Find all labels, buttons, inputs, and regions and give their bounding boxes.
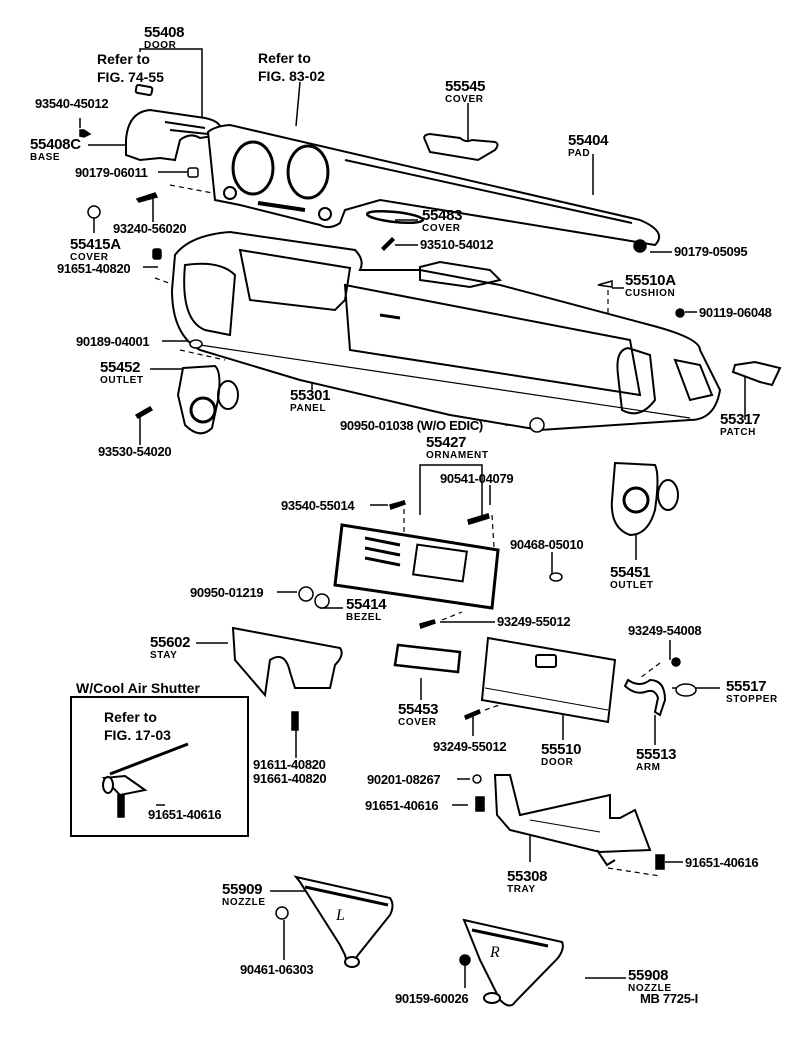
fastener-label[interactable]: 91651-40616	[685, 855, 759, 870]
fastener-label[interactable]: 93510-54012	[420, 237, 494, 252]
fastener-label[interactable]: 90119-06048	[699, 305, 772, 320]
fastener-label[interactable]: 91651-40616	[148, 807, 222, 822]
ref-line2: FIG. 83-02	[258, 67, 325, 84]
fastener-label[interactable]: 93249-55012	[497, 614, 571, 629]
fastener-glyphs	[79, 129, 697, 966]
fastener-label[interactable]: 91611-40820	[253, 757, 326, 772]
fastener-label[interactable]: 93530-54020	[98, 444, 172, 459]
fastener-label[interactable]: 90461-06303	[240, 962, 314, 977]
part-55513-arm	[623, 678, 667, 717]
ref-fig-17-03: Refer to FIG. 17-03	[104, 709, 171, 744]
fastener-label[interactable]: 90201-08267	[367, 772, 441, 787]
fastener-label[interactable]: 90159-60026	[395, 991, 469, 1006]
ref-fig-74-55: Refer to FIG. 74-55	[97, 51, 164, 86]
fastener-label[interactable]: 91651-40820	[57, 261, 131, 276]
ref-fig-83-02: Refer to FIG. 83-02	[258, 50, 325, 85]
part-55909-nozzle-left: L	[293, 875, 394, 968]
svg-text:L: L	[335, 907, 345, 924]
part-55602-stay	[231, 626, 343, 698]
part-55404-pad	[206, 123, 660, 247]
fastener-label[interactable]: 90468-05010	[510, 537, 584, 552]
part-55483-cover	[365, 209, 425, 225]
part-55408-door-base	[125, 83, 222, 162]
inset-title: W/Cool Air Shutter	[76, 680, 200, 696]
diagram-code: MB 7725-I	[640, 991, 698, 1006]
fastener-label[interactable]: 93249-54008	[628, 623, 702, 638]
part-55510-door	[480, 636, 617, 724]
fastener-label[interactable]: 90950-01219	[190, 585, 264, 600]
fastener-label[interactable]: 90541-04079	[440, 471, 514, 486]
fastener-label[interactable]: 93240-56020	[113, 221, 187, 236]
fastener-label[interactable]: 90950-01038 (W/O EDIC)	[340, 418, 483, 433]
part-55908-nozzle-right: R	[462, 918, 564, 1007]
fastener-label[interactable]: 91651-40616	[365, 798, 439, 813]
part-55451-outlet	[610, 461, 679, 537]
ref-line2: FIG. 74-55	[97, 68, 164, 85]
part-cool-air-shutter	[101, 742, 189, 797]
fastener-label[interactable]: 91661-40820	[253, 771, 327, 786]
fastener-label[interactable]: 93540-55014	[281, 498, 355, 513]
fastener-label[interactable]: 93249-55012	[433, 739, 507, 754]
leader-lines	[79, 48, 746, 988]
part-55427-ornament	[333, 523, 500, 610]
ref-line1: Refer to	[97, 51, 150, 67]
part-55453-cover	[393, 643, 462, 674]
part-55308-tray	[493, 774, 652, 867]
ref-line2: FIG. 17-03	[104, 726, 171, 743]
ref-line1: Refer to	[104, 709, 157, 725]
part-55317-patch	[731, 360, 782, 387]
svg-text:R: R	[489, 944, 500, 961]
inset-box	[70, 696, 249, 837]
fastener-label[interactable]: 93540-45012	[35, 96, 109, 111]
part-55452-outlet	[176, 364, 239, 435]
fastener-label[interactable]: 90189-04001	[76, 334, 150, 349]
part-55545-cover	[423, 132, 499, 162]
ref-line1: Refer to	[258, 50, 311, 66]
fastener-label[interactable]: 90179-05095	[674, 244, 748, 259]
fastener-label[interactable]: 90179-06011	[75, 165, 148, 180]
part-55301-panel	[170, 230, 722, 432]
